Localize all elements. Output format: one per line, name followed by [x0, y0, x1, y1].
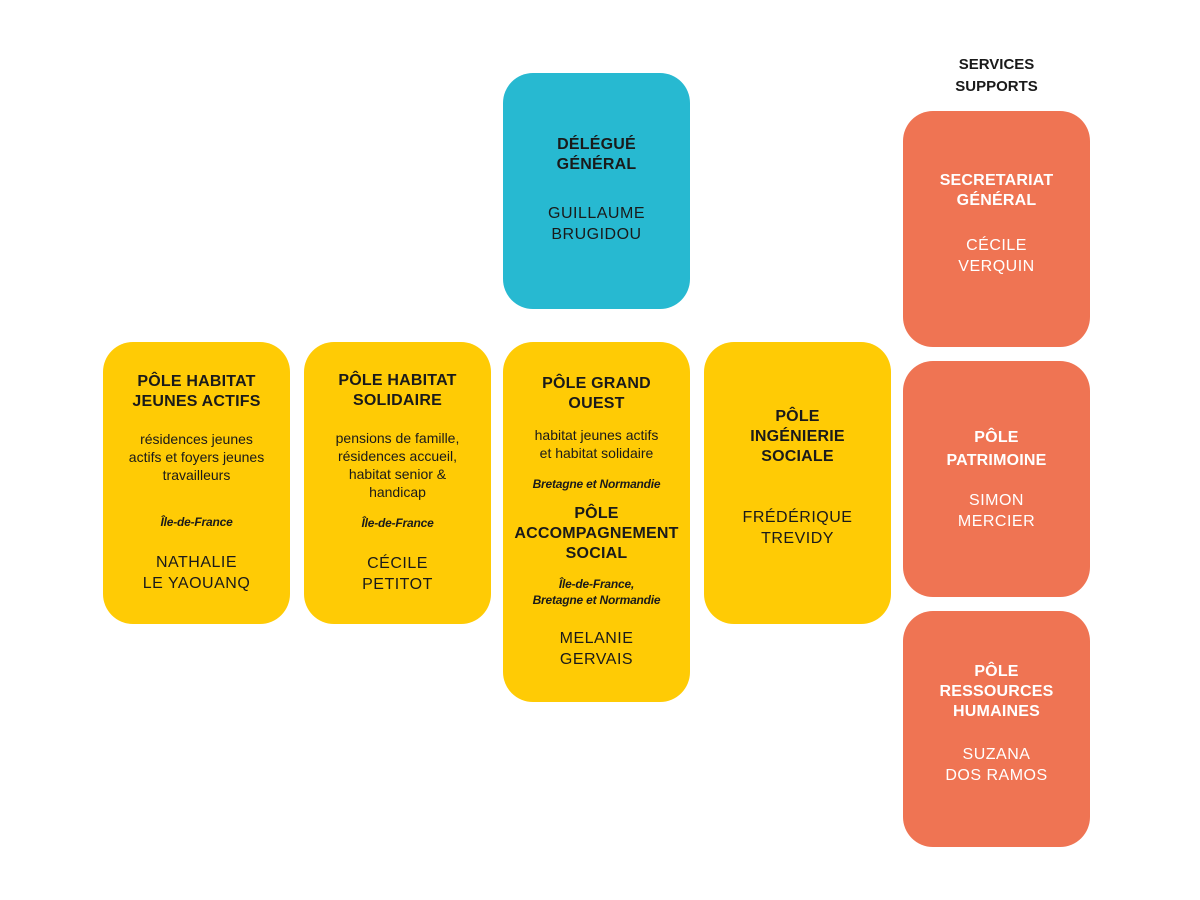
pole-patrimoine-person: SIMON MERCIER	[957, 492, 1036, 530]
pole-grand-ouest-region: Bretagne et Normandie	[532, 477, 661, 491]
pole-habitat-solidaire-person: CÉCILE PETITOT	[362, 555, 433, 593]
pole-accompagnement-social-person: MELANIE GERVAIS	[559, 630, 634, 668]
pole-habitat-solidaire-title: PÔLE HABITAT SOLIDAIRE	[338, 372, 457, 409]
pole-habitat-jeunes-actifs-region: Île-de-France	[160, 515, 233, 529]
pole-habitat-solidaire-desc: pensions de famille, résidences accueil,…	[335, 430, 460, 500]
pole-habitat-jeunes-actifs-box: PÔLE HABITAT JEUNES ACTIFS résidences je…	[103, 342, 290, 624]
pole-accompagnement-social-title: PÔLE ACCOMPAGNEMENT SOCIAL	[514, 505, 679, 562]
delegue-general-box: DÉLÉGUÉ GÉNÉRAL GUILLAUME BRUGIDOU	[503, 73, 690, 309]
delegue-general-title: DÉLÉGUÉ GÉNÉRAL	[556, 136, 637, 173]
secretariat-general-person: CÉCILE VERQUIN	[958, 237, 1035, 275]
secretariat-general-title: SECRETARIAT GÉNÉRAL	[939, 172, 1054, 209]
pole-ressources-humaines-title: PÔLE RESSOURCES HUMAINES	[939, 663, 1054, 720]
pole-habitat-jeunes-actifs-person: NATHALIE LE YAOUANQ	[142, 554, 251, 592]
pole-ingenierie-sociale-box: PÔLE INGÉNIERIE SOCIALE FRÉDÉRIQUE TREVI…	[704, 342, 891, 624]
services-supports-header: SERVICES SUPPORTS	[955, 56, 1038, 95]
pole-ingenierie-sociale-person: FRÉDÉRIQUE TREVIDY	[742, 509, 853, 547]
pole-grand-ouest-desc: habitat jeunes actifs et habitat solidai…	[534, 427, 659, 461]
pole-habitat-jeunes-actifs-desc: résidences jeunes actifs et foyers jeune…	[128, 431, 265, 483]
delegue-general-person: GUILLAUME BRUGIDOU	[548, 205, 645, 243]
pole-accompagnement-social-region: Île-de-France, Bretagne et Normandie	[532, 577, 661, 607]
pole-habitat-jeunes-actifs-title: PÔLE HABITAT JEUNES ACTIFS	[132, 373, 261, 410]
pole-habitat-solidaire-box: PÔLE HABITAT SOLIDAIRE pensions de famil…	[304, 342, 491, 624]
pole-grand-ouest-title: PÔLE GRAND OUEST	[542, 375, 651, 412]
pole-ressources-humaines-box: PÔLE RESSOURCES HUMAINES SUZANA DOS RAMO…	[903, 611, 1090, 847]
pole-grand-ouest-box: PÔLE GRAND OUEST habitat jeunes actifs e…	[503, 342, 690, 702]
pole-habitat-solidaire-region: Île-de-France	[361, 516, 434, 530]
pole-patrimoine-box: PÔLE PATRIMOINE SIMON MERCIER	[903, 361, 1090, 597]
pole-ressources-humaines-person: SUZANA DOS RAMOS	[945, 746, 1048, 784]
pole-patrimoine-title: PÔLE PATRIMOINE	[946, 429, 1047, 469]
secretariat-general-box: SECRETARIAT GÉNÉRAL CÉCILE VERQUIN	[903, 111, 1090, 347]
pole-ingenierie-sociale-title: PÔLE INGÉNIERIE SOCIALE	[750, 408, 845, 465]
